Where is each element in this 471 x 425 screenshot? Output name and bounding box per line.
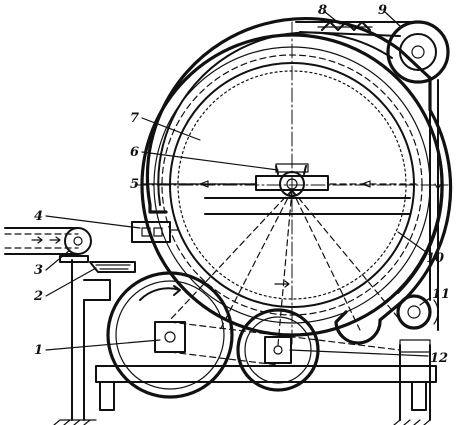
- label-12: 12: [430, 351, 448, 366]
- label-4: 4: [34, 209, 43, 224]
- drive-wheels: [106, 271, 401, 399]
- label-10: 10: [426, 251, 444, 266]
- label-6: 6: [130, 145, 139, 160]
- label-2: 2: [33, 289, 43, 304]
- label-7: 7: [130, 111, 139, 126]
- leader-lines: [45, 11, 431, 357]
- upper-pulley: [386, 20, 450, 190]
- drum-hub: [149, 163, 421, 288]
- lower-roller: [396, 294, 439, 330]
- label-8: 8: [318, 3, 327, 18]
- feed-conveyor: [4, 227, 92, 263]
- label-5: 5: [130, 177, 139, 192]
- outer-belt: [145, 16, 453, 345]
- label-3: 3: [34, 263, 43, 278]
- top-tension: [295, 21, 421, 37]
- label-11: 11: [432, 287, 450, 302]
- label-9: 9: [378, 3, 387, 18]
- stripper-block: [131, 221, 179, 243]
- feed-plate: [83, 261, 136, 301]
- label-1: 1: [34, 343, 43, 358]
- support-struts: [169, 189, 401, 346]
- part-labels: 1 2 3 4 5 6 7 8 9 10 11 12: [33, 3, 450, 366]
